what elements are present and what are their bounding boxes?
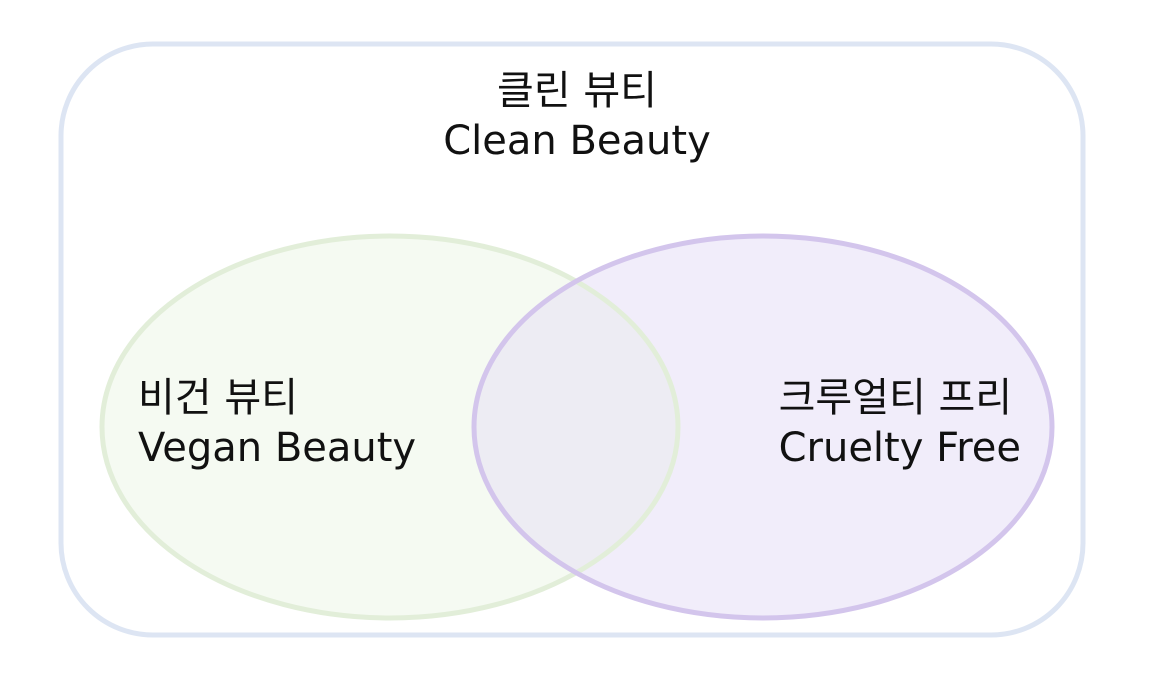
- vegan-beauty-label: 비건 뷰티 Vegan Beauty: [138, 373, 416, 473]
- cruelty-free-label-ko: 크루얼티 프리: [778, 375, 1013, 421]
- clean-beauty-label-en: Clean Beauty: [443, 118, 711, 164]
- clean-beauty-label-ko: 클린 뷰티: [497, 68, 657, 114]
- cruelty-free-label: 크루얼티 프리 Cruelty Free: [779, 373, 1021, 473]
- vegan-beauty-label-en: Vegan Beauty: [138, 425, 417, 471]
- vegan-beauty-set-outline: [99, 233, 681, 621]
- vegan-cruelty-overlap-region: [474, 236, 678, 618]
- cruelty-free-label-en: Cruelty Free: [778, 425, 1021, 471]
- clean-beauty-label: 클린 뷰티 Clean Beauty: [377, 66, 777, 166]
- cruelty-free-set-outline: [471, 233, 1055, 621]
- vegan-beauty-label-ko: 비건 뷰티: [138, 375, 298, 421]
